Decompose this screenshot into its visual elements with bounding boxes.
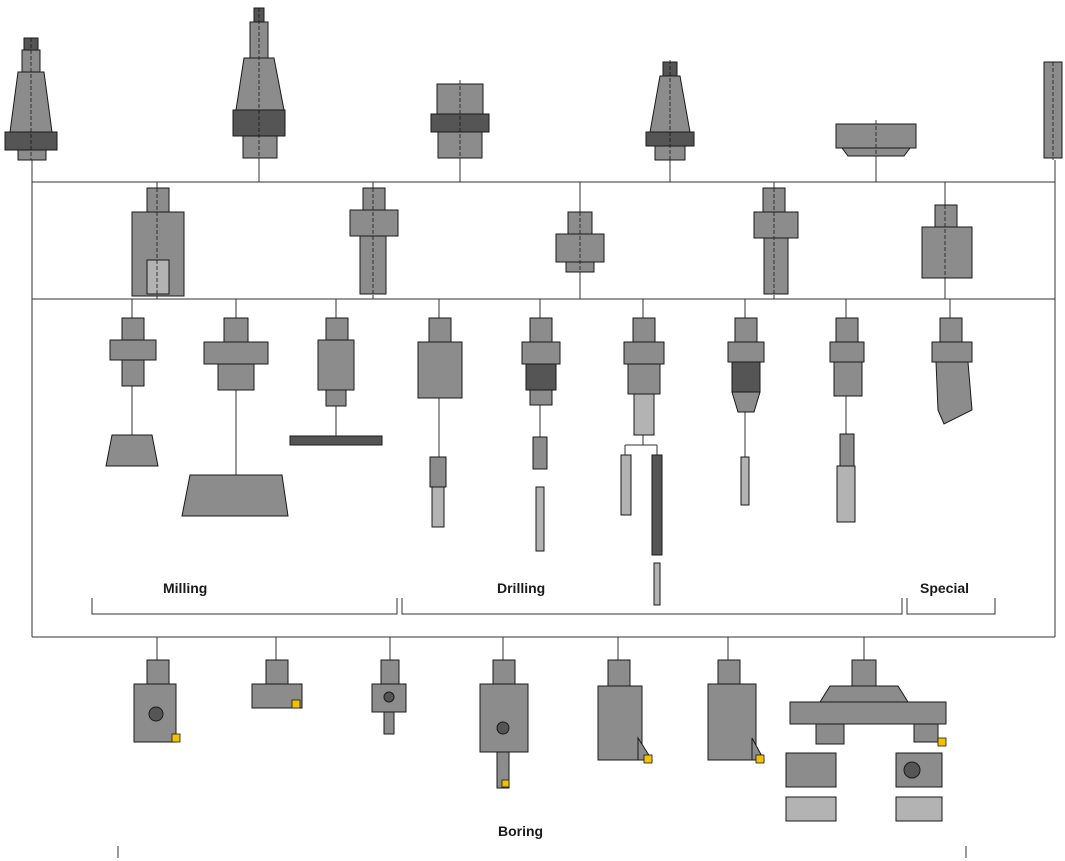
spindle-row (5, 8, 1062, 160)
boring-tools (134, 660, 946, 821)
special-label: Special (920, 580, 969, 596)
milling-tools (106, 318, 382, 516)
adapter-row (132, 188, 972, 296)
drilling-end-mill-holder (418, 318, 462, 527)
drilling-keyless-chuck (728, 318, 764, 505)
spindle-bt-shank (646, 60, 694, 160)
adapter-special-holder (922, 205, 972, 278)
drilling-collet-chuck (621, 318, 664, 605)
boring-bar-2 (252, 660, 302, 708)
adapter-short-coupling (556, 212, 604, 272)
spindle-flange-plate (836, 120, 916, 160)
special-tools (932, 318, 972, 424)
special-boring-head (932, 318, 972, 424)
adapter-drill-extension (754, 188, 798, 296)
boring-head-4 (480, 660, 528, 788)
spindle-straight-shank (1044, 62, 1062, 160)
spindle-sk-shank-2 (233, 8, 285, 160)
drilling-indexable-drill (830, 318, 864, 522)
boring-bar-1 (134, 660, 180, 742)
boring-head-5 (598, 660, 652, 763)
drilling-chuck-collet (522, 318, 560, 551)
spindle-hsk-shank (431, 80, 489, 160)
drilling-label: Drilling (497, 580, 545, 596)
drilling-tools (418, 318, 864, 605)
boring-bar-3 (372, 660, 406, 734)
adapter-large-extension (132, 188, 184, 296)
boring-head-6 (708, 660, 764, 763)
drilling-bracket (402, 598, 902, 614)
special-bracket (907, 598, 995, 614)
boring-bridge-head (786, 660, 946, 821)
boring-label: Boring (498, 823, 543, 839)
adapter-reduction-sleeve (350, 188, 398, 296)
milling-bracket (92, 598, 397, 614)
milling-face-mill-large (182, 318, 288, 516)
spindle-sk-shank-1 (5, 38, 57, 160)
milling-label: Milling (163, 580, 207, 596)
